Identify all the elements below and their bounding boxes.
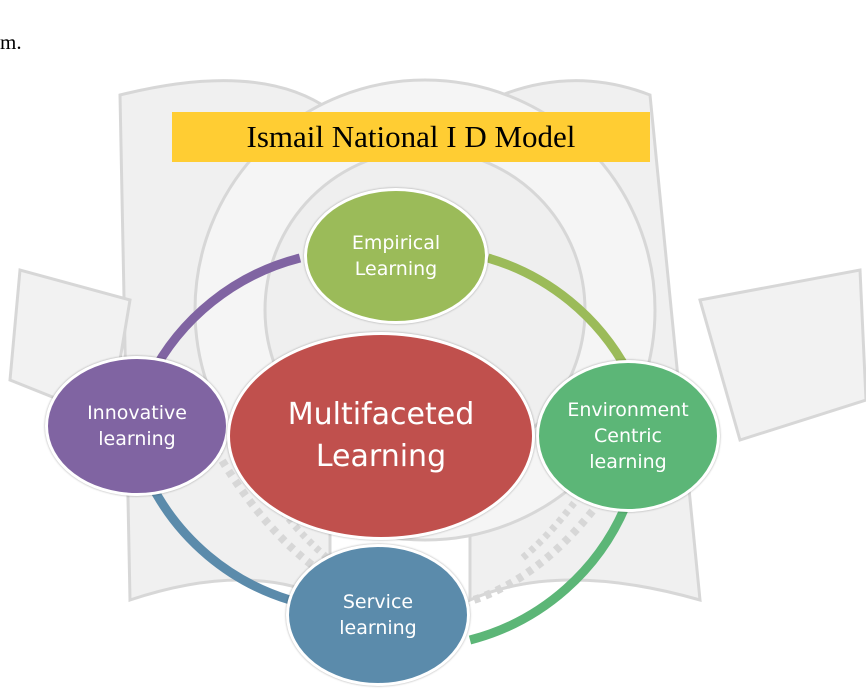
node-label-line: Empirical: [351, 232, 441, 254]
node-label-line: Learning: [315, 439, 447, 474]
node-multifaceted-learning: Multifaceted Learning: [227, 332, 535, 540]
connector-innovative-empirical: [145, 253, 302, 381]
node-label-line: Learning: [354, 258, 438, 280]
leading-text: m.: [0, 30, 22, 54]
connector-environment-service: [468, 498, 633, 645]
node-label-line: learning: [339, 617, 417, 639]
node-label-line: Environment: [567, 399, 689, 421]
connector-empirical-environment: [486, 253, 632, 375]
node-empirical-learning: Empirical Learning: [304, 188, 488, 324]
node-service-learning: Service learning: [286, 544, 470, 686]
node-label-line: Centric: [594, 425, 662, 447]
node-environment-centric-learning: Environment Centric learning: [536, 360, 720, 512]
node-label-line: learning: [589, 451, 667, 473]
node-innovative-learning: Innovative learning: [45, 356, 229, 496]
node-label-line: Innovative: [87, 402, 187, 424]
connector-service-innovative: [145, 479, 292, 605]
diagram-title: Ismail National I D Model: [172, 112, 650, 162]
node-label-line: Service: [342, 591, 414, 613]
node-label-line: Multifaceted: [287, 397, 475, 432]
node-label-line: learning: [98, 428, 176, 450]
